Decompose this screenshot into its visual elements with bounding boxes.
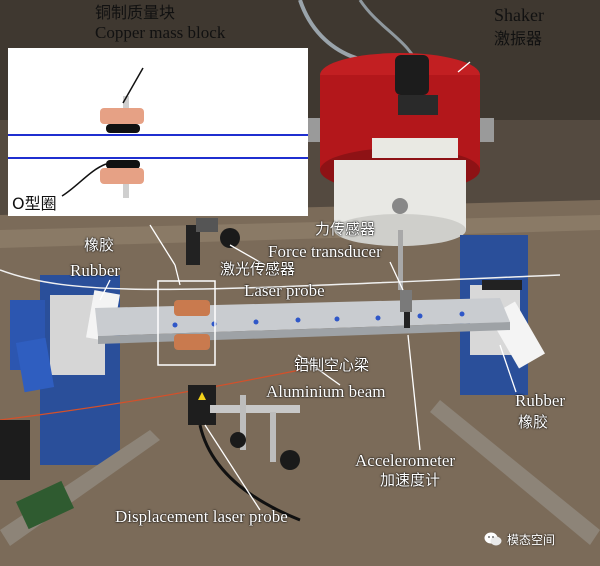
watermark: 模态空间: [484, 527, 594, 551]
laser-label-en: Laser probe: [244, 281, 325, 300]
force-label-zh: 力传感器: [315, 220, 376, 238]
laser-label-zh: 激光传感器: [220, 260, 296, 278]
inset-diagram: [8, 67, 308, 198]
shaker: [300, 53, 494, 290]
rubber-right-label-zh: 橡胶: [518, 413, 549, 431]
rubber-right-label-en: Rubber: [515, 391, 566, 410]
laser-probe-stand: [186, 218, 240, 265]
shaker-label-en: Shaker: [494, 5, 544, 25]
copper-label-zh: 铜制质量块: [95, 3, 176, 22]
beam-label-en: Aluminium beam: [266, 382, 386, 401]
copper-mass-blocks: [157, 280, 216, 366]
accelerometer: [404, 312, 410, 328]
beam-label-zh: 铝制空心梁: [294, 356, 370, 374]
oring-label-zh: O型圈: [12, 194, 57, 213]
force-label-en: Force transducer: [268, 242, 382, 261]
watermark-text: 模态空间: [507, 532, 556, 547]
rubber-left-label-zh: 橡胶: [84, 236, 115, 254]
accelerometer-label-en: Accelerometer: [355, 451, 456, 470]
base-plate: [0, 200, 600, 566]
inset-schematic: [8, 48, 308, 216]
wechat-icon: [484, 532, 502, 546]
copper-label-en: Copper mass block: [95, 23, 226, 42]
right-bar: [430, 400, 600, 545]
displacement-label-en: Displacement laser probe: [115, 507, 288, 526]
displacement-laser-probe: [188, 385, 301, 522]
force-transducer: [400, 290, 412, 312]
shaker-label-zh: 激振器: [494, 29, 543, 48]
accelerometer-label-zh: 加速度计: [380, 471, 441, 489]
rubber-left-label-en: Rubber: [70, 261, 121, 280]
annotation-lines: [99, 61, 517, 511]
